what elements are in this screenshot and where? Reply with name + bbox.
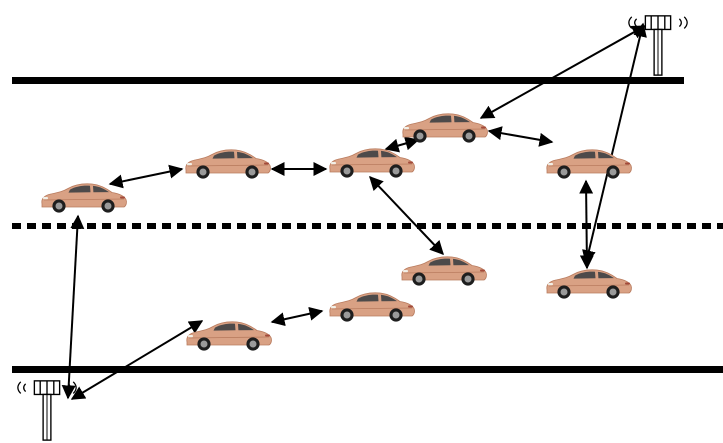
car-icon (329, 148, 415, 179)
car-icon (546, 149, 632, 180)
link-arrow (479, 25, 647, 119)
car-icon (401, 256, 487, 287)
car-icon (402, 113, 488, 144)
car-icon (185, 149, 271, 180)
car-icon (329, 292, 415, 323)
road-bottom-boundary (12, 366, 723, 373)
link-arrow (70, 320, 204, 400)
car-icon (546, 269, 632, 300)
link-arrow (61, 214, 85, 400)
road-top-boundary (12, 77, 684, 84)
link-arrow (582, 22, 647, 265)
vehicles-layer (41, 113, 632, 352)
link-arrow (384, 136, 420, 153)
link-arrow (487, 126, 554, 147)
car-icon (41, 183, 127, 214)
link-arrow (108, 164, 184, 189)
road (12, 77, 723, 373)
cell-tower-icon (17, 380, 77, 441)
car-icon (186, 321, 272, 352)
links-layer (61, 22, 647, 400)
link-arrow (579, 179, 594, 270)
link-arrow (369, 175, 444, 256)
link-arrow (270, 306, 324, 327)
